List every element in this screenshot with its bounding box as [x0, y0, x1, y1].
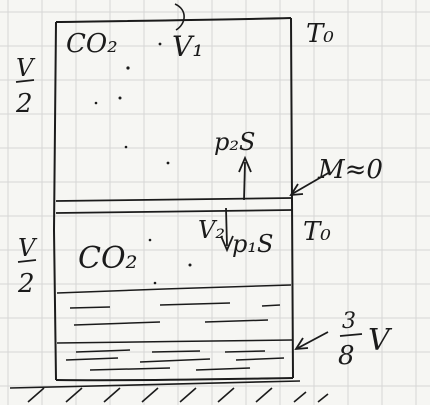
v2-label: V₂: [198, 216, 225, 244]
fraction-bars: [15, 79, 363, 337]
liquid-fraction-numerator: 3: [342, 309, 356, 334]
force-p1s-label: p₁S: [232, 230, 273, 258]
liquid-fraction-denominator: 8: [338, 341, 355, 371]
pointer-arrows: [289, 171, 331, 351]
liquid-layer: [56, 284, 293, 371]
force-p2s-label: p₂S: [214, 128, 255, 156]
temperature-top-label: T₀: [306, 19, 334, 49]
liquid-volume-label: V: [368, 323, 393, 358]
half-volume-top-numerator: V: [16, 54, 36, 82]
piston-pointer-arrow: [291, 171, 331, 195]
half-volume-bottom-numerator: V: [18, 234, 38, 262]
v1-label: V₁: [172, 30, 203, 63]
half-volume-top-denominator: 2: [15, 89, 33, 119]
piston: [55, 197, 293, 214]
p1s-arrow: [225, 207, 228, 247]
v1-marker-curve: [174, 3, 185, 31]
gas-dots: [94, 42, 192, 285]
temperature-mid-label: T₀: [303, 217, 331, 247]
cylinder-walls: [52, 17, 294, 382]
p2s-arrow: [243, 161, 246, 201]
ground-hatching: [9, 380, 329, 403]
liquid-pointer-arrow: [297, 331, 329, 349]
gas-label-top: CO₂: [66, 29, 118, 59]
gas-label-bottom: CO₂: [78, 241, 138, 276]
piston-mass-label: M≈0: [317, 155, 383, 185]
force-arrows: [220, 155, 252, 253]
half-volume-bottom-denominator: 2: [17, 269, 35, 299]
